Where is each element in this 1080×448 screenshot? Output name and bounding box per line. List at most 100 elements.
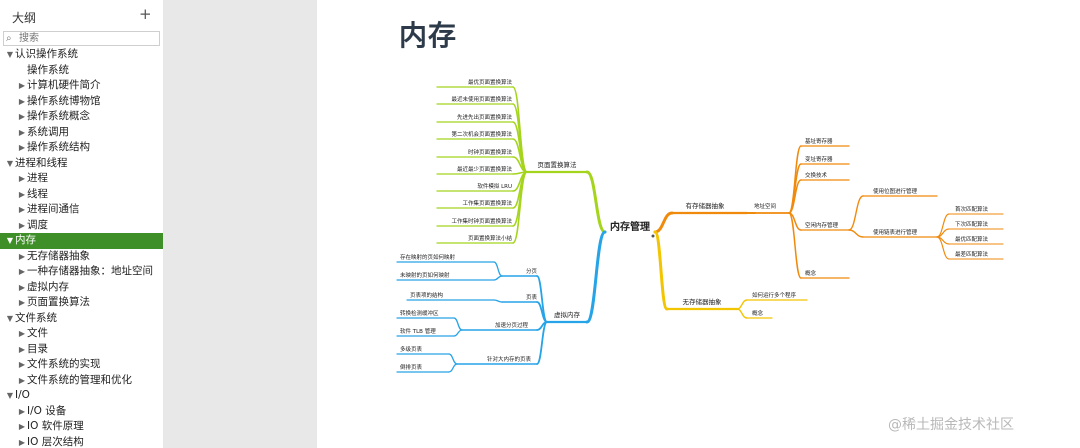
- chevron-right-icon[interactable]: ▶: [18, 344, 26, 354]
- chevron-down-icon[interactable]: ▼: [6, 313, 14, 323]
- chevron-right-icon[interactable]: ▶: [18, 174, 26, 183]
- outline-item[interactable]: ▶目录: [0, 342, 163, 358]
- chevron-right-icon[interactable]: ▶: [18, 189, 26, 199]
- chevron-down-icon[interactable]: ▼: [6, 50, 14, 59]
- leaf-label[interactable]: 多级页表: [400, 345, 423, 353]
- outline-item[interactable]: ▶进程间通信: [0, 202, 163, 218]
- leaf-label[interactable]: 未映射的页如何映射: [400, 271, 450, 279]
- outline-item[interactable]: ▶进程: [0, 171, 163, 187]
- leaf-label[interactable]: 基址寄存器: [805, 137, 833, 145]
- mindmap-root[interactable]: 内存管理: [610, 220, 650, 233]
- branch-label[interactable]: 无存储器抽象: [683, 297, 723, 306]
- leaf-label[interactable]: 最优页面置换算法: [468, 78, 513, 86]
- add-button[interactable]: +: [139, 5, 152, 23]
- chevron-right-icon[interactable]: ▶: [18, 298, 26, 307]
- sub-branch-label[interactable]: 分页: [526, 267, 538, 275]
- leaf-label[interactable]: 使用位图进行管理: [873, 187, 918, 195]
- sub-branch-label[interactable]: 针对大内存的页表: [487, 355, 532, 363]
- leaf-label[interactable]: 交换技术: [805, 171, 828, 179]
- outline-item[interactable]: ▼内存: [0, 233, 163, 249]
- mindmap-connector: [448, 353, 458, 365]
- outline-item-label: 文件: [27, 327, 48, 339]
- branch-label[interactable]: 页面置换算法: [538, 160, 578, 169]
- leaf-label[interactable]: 先进先出页面置换算法: [457, 113, 513, 121]
- leaf-label[interactable]: 页面置换算法小结: [468, 234, 513, 242]
- leaf-label[interactable]: 页表项的结构: [410, 291, 444, 299]
- chevron-right-icon[interactable]: ▶: [18, 375, 26, 385]
- leaf-label[interactable]: 下次匹配算法: [955, 220, 989, 228]
- outline-item[interactable]: 操作系统: [0, 63, 163, 79]
- chevron-right-icon[interactable]: ▶: [18, 143, 26, 152]
- chevron-right-icon[interactable]: ▶: [18, 360, 26, 369]
- outline-item[interactable]: ▶页面置换算法: [0, 295, 163, 311]
- outline-item[interactable]: ▶无存储器抽象: [0, 249, 163, 265]
- leaf-label[interactable]: 最差匹配算法: [955, 250, 989, 258]
- outline-item[interactable]: ▶操作系统结构: [0, 140, 163, 156]
- search-input[interactable]: [19, 32, 157, 45]
- outline-item[interactable]: ▼认识操作系统: [0, 47, 163, 63]
- outline-item[interactable]: ▶文件系统的实现: [0, 357, 163, 373]
- chevron-right-icon[interactable]: ▶: [18, 282, 26, 292]
- outline-item[interactable]: ▶系统调用: [0, 125, 163, 141]
- chevron-down-icon[interactable]: ▼: [6, 158, 14, 168]
- leaf-label[interactable]: 首次匹配算法: [955, 205, 989, 213]
- chevron-right-icon[interactable]: ▶: [18, 329, 26, 338]
- sub-branch-label[interactable]: 加速分页过程: [495, 321, 529, 329]
- outline-item[interactable]: ▶一种存储器抽象：地址空间: [0, 264, 163, 280]
- leaf-label[interactable]: 最近未使用页面置换算法: [451, 95, 512, 103]
- outline-item[interactable]: ▶文件: [0, 326, 163, 342]
- leaf-label[interactable]: 工作集页面置换算法: [462, 199, 512, 207]
- leaf-label[interactable]: 转换检测缓冲区: [400, 309, 439, 317]
- chevron-right-icon[interactable]: ▶: [18, 406, 26, 416]
- chevron-right-icon[interactable]: ▶: [18, 81, 26, 90]
- leaf-label[interactable]: 时钟页面置换算法: [468, 148, 513, 156]
- outline-item[interactable]: ▶文件系统的管理和优化: [0, 373, 163, 389]
- chevron-right-icon[interactable]: ▶: [18, 422, 26, 431]
- chevron-right-icon[interactable]: ▶: [18, 251, 26, 261]
- leaf-label[interactable]: 使用链表进行管理: [873, 228, 918, 236]
- collapse-handle-icon[interactable]: [651, 234, 655, 238]
- mindmap-connector: [453, 317, 463, 331]
- search-box[interactable]: ⌕: [3, 31, 160, 46]
- sub-branch-label[interactable]: 地址空间: [754, 202, 776, 210]
- outline-item[interactable]: ▶调度: [0, 218, 163, 234]
- outline-item[interactable]: ▶IO 软件原理: [0, 419, 163, 435]
- outline-item[interactable]: ▶IO 层次结构: [0, 435, 163, 448]
- chevron-right-icon[interactable]: ▶: [18, 205, 26, 214]
- outline-item[interactable]: ▼文件系统: [0, 311, 163, 327]
- leaf-label[interactable]: 最优匹配算法: [955, 235, 989, 243]
- leaf-label[interactable]: 倒排页表: [400, 363, 423, 371]
- leaf-label[interactable]: 概念: [805, 269, 817, 277]
- chevron-right-icon[interactable]: ▶: [18, 127, 26, 137]
- branch-label[interactable]: 虚拟内存: [554, 310, 581, 319]
- sub-branch-label[interactable]: 页表: [526, 293, 538, 301]
- outline-item[interactable]: ▶I/O 设备: [0, 404, 163, 420]
- mindmap-connector: [585, 170, 607, 234]
- leaf-label[interactable]: 如何运行多个程序: [752, 291, 797, 299]
- leaf-label[interactable]: 软件 TLB 管理: [400, 327, 436, 335]
- outline-item[interactable]: ▶虚拟内存: [0, 280, 163, 296]
- chevron-right-icon[interactable]: ▶: [18, 96, 26, 106]
- outline-item[interactable]: ▼进程和线程: [0, 156, 163, 172]
- outline-item[interactable]: ▶线程: [0, 187, 163, 203]
- chevron-down-icon[interactable]: ▼: [6, 236, 14, 245]
- leaf-label[interactable]: 空闲内存管理: [805, 221, 839, 229]
- leaf-label[interactable]: 工作集时钟页面置换算法: [451, 217, 512, 225]
- leaf-label[interactable]: 概念: [752, 309, 764, 317]
- chevron-right-icon[interactable]: ▶: [18, 220, 26, 230]
- chevron-right-icon[interactable]: ▶: [18, 437, 26, 447]
- chevron-right-icon[interactable]: ▶: [18, 112, 26, 121]
- outline-item[interactable]: ▼I/O: [0, 388, 163, 404]
- leaf-label[interactable]: 最近最少页面置换算法: [457, 165, 513, 173]
- outline-item[interactable]: ▶操作系统概念: [0, 109, 163, 125]
- leaf-label[interactable]: 存在映射的页如何映射: [400, 253, 456, 261]
- outline-item-label: 进程和线程: [15, 156, 68, 169]
- leaf-label[interactable]: 变址寄存器: [805, 155, 833, 163]
- leaf-label[interactable]: 软件模拟 LRU: [477, 182, 512, 190]
- leaf-label[interactable]: 第二次机会页面置换算法: [451, 130, 512, 138]
- chevron-down-icon[interactable]: ▼: [6, 391, 14, 400]
- chevron-right-icon[interactable]: ▶: [18, 267, 26, 276]
- outline-item[interactable]: ▶计算机硬件简介: [0, 78, 163, 94]
- outline-item[interactable]: ▶操作系统博物馆: [0, 94, 163, 110]
- branch-label[interactable]: 有存储器抽象: [686, 201, 726, 210]
